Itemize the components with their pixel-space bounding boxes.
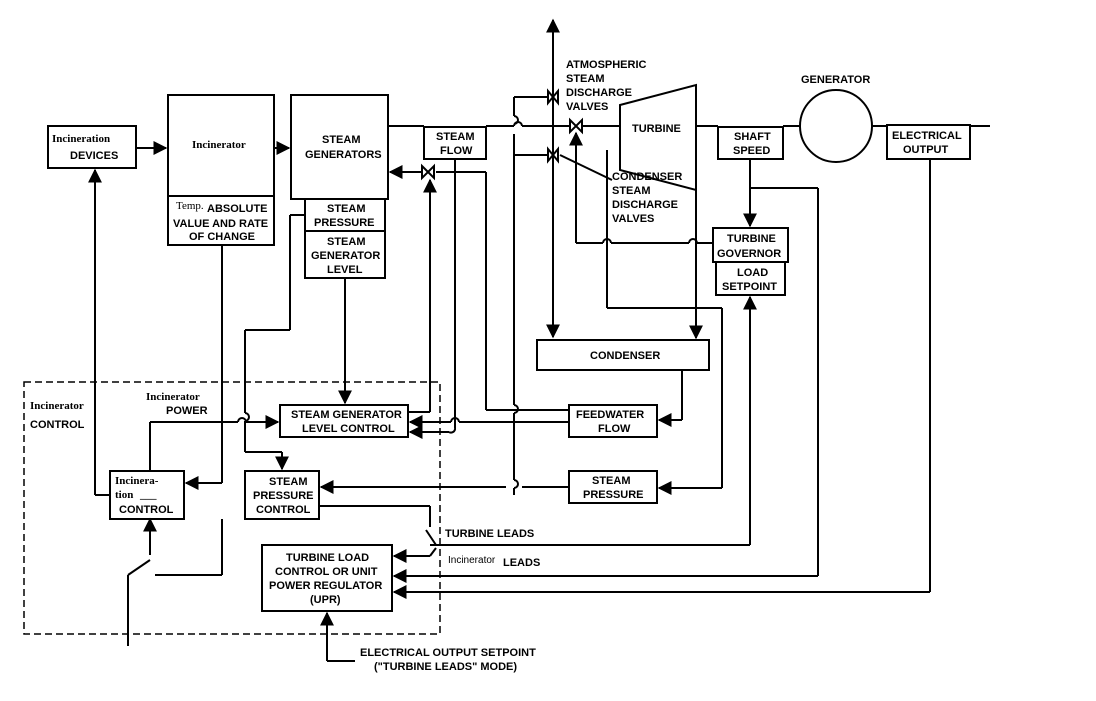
feedwater-flow-block: FEEDWATER FLOW [568, 404, 658, 438]
temp-value-line3: OF CHANGE [189, 231, 255, 243]
cond-valves-line3: DISCHARGE [612, 199, 678, 211]
generator-block: GENERATOR [799, 74, 873, 163]
sg-level-control-line2: LEVEL CONTROL [302, 423, 395, 435]
tlc-line4: (UPR) [310, 594, 341, 606]
incineration-devices-line2: DEVICES [70, 150, 118, 162]
atm-valves-line1: ATMOSPHERIC [566, 59, 647, 71]
electrical-output-line2: OUTPUT [903, 144, 949, 156]
inc-control-line1: Incinera- [115, 475, 159, 487]
incineration-control-block: Incinera- tion ___ CONTROL [109, 470, 185, 520]
sg-level-line3: LEVEL [327, 264, 363, 276]
incinerator-block: Incinerator Temp. ABSOLUTE VALUE AND RAT… [167, 94, 275, 246]
turbine-load-control-block: TURBINE LOAD CONTROL OR UNIT POWER REGUL… [261, 544, 393, 612]
incinerator-power-line2: POWER [166, 405, 208, 417]
shaft-speed-line1: SHAFT [734, 131, 771, 143]
sg-level-control-block: STEAM GENERATOR LEVEL CONTROL [279, 404, 409, 438]
incinerator-leads-suffix: LEADS [503, 557, 540, 569]
cond-valves-line1: CONDENSER [612, 171, 682, 183]
temp-value-line1: ABSOLUTE [207, 203, 268, 215]
feedwater-flow-line1: FEEDWATER [576, 409, 644, 421]
temp-label: Temp. [176, 200, 204, 212]
incineration-devices-line1: Incineration [52, 133, 110, 145]
turbine-governor-block: TURBINE GOVERNOR [712, 227, 789, 263]
temp-value-line2: VALUE AND RATE [173, 218, 268, 230]
incineration-devices-block: Incineration DEVICES [47, 125, 137, 169]
electrical-output-line1: ELECTRICAL [892, 130, 962, 142]
incinerator-leads-prefix: Incinerator [448, 555, 496, 566]
load-setpoint-line1: LOAD [737, 267, 768, 279]
steam-pressure-tx-line1: STEAM [592, 475, 631, 487]
atm-valves-line4: VALVES [566, 101, 608, 113]
tlc-line1: TURBINE LOAD [286, 552, 369, 564]
feedwater-flow-line2: FLOW [598, 423, 631, 435]
steam-generators-block: STEAM GENERATORS [290, 94, 389, 200]
turbine-block: TURBINE [619, 83, 697, 192]
steam-flow-line1: STEAM [436, 131, 475, 143]
turbine-governor-line1: TURBINE [727, 233, 776, 245]
steam-flow-line2: FLOW [440, 145, 473, 157]
steam-flow-block: STEAM FLOW [423, 126, 487, 160]
turbine-label: TURBINE [632, 123, 681, 135]
control-region-line2: CONTROL [30, 419, 85, 431]
steam-pressure-sensor-line2: PRESSURE [314, 217, 375, 229]
steam-generator-level-block: STEAM GENERATOR LEVEL [304, 230, 386, 279]
load-setpoint-block: LOAD SETPOINT [715, 261, 786, 296]
atmospheric-valves-label: ATMOSPHERIC STEAM DISCHARGE VALVES [566, 59, 647, 113]
turbine-governor-line2: GOVERNOR [717, 248, 781, 260]
inc-control-line2: tion [115, 489, 133, 501]
steam-generators-line2: GENERATORS [305, 149, 382, 161]
turbine-leads-label: TURBINE LEADS [445, 528, 534, 540]
steam-pressure-transmitter-block: STEAM PRESSURE [568, 470, 658, 504]
condenser-label: CONDENSER [590, 350, 660, 362]
shaft-speed-line2: SPEED [733, 145, 770, 157]
steam-pressure-tx-line2: PRESSURE [583, 489, 644, 501]
spc-line2: PRESSURE [253, 490, 314, 502]
shaft-speed-block: SHAFT SPEED [717, 126, 784, 160]
generator-label: GENERATOR [801, 74, 870, 86]
spc-line1: STEAM [269, 476, 308, 488]
condenser-block: CONDENSER [536, 339, 710, 371]
sg-level-line1: STEAM [327, 236, 366, 248]
setpoint-line1: ELECTRICAL OUTPUT SETPOINT [360, 647, 536, 659]
electrical-output-block: ELECTRICAL OUTPUT [886, 124, 971, 160]
setpoint-line2: ("TURBINE LEADS" MODE) [374, 661, 517, 673]
sg-level-line2: GENERATOR [311, 250, 380, 262]
incinerator-control-region [23, 381, 441, 635]
signal-lines [88, 18, 990, 662]
load-setpoint-line2: SETPOINT [722, 281, 777, 293]
incinerator-power-line1: Incinerator [146, 391, 200, 403]
sg-level-control-line1: STEAM GENERATOR [291, 409, 402, 421]
atm-valves-line2: STEAM [566, 73, 605, 85]
control-region-line1: Incinerator [30, 400, 84, 412]
cond-valves-line2: STEAM [612, 185, 651, 197]
inc-control-line2b: ___ [139, 489, 157, 501]
steam-generators-line1: STEAM [322, 134, 361, 146]
inc-control-line3: CONTROL [119, 504, 174, 516]
steam-pressure-sensor-block: STEAM PRESSURE [304, 198, 386, 232]
steam-pressure-control-block: STEAM PRESSURE CONTROL [244, 470, 320, 520]
steam-pressure-sensor-line1: STEAM [327, 203, 366, 215]
spc-line3: CONTROL [256, 504, 311, 516]
tlc-line3: POWER REGULATOR [269, 580, 382, 592]
cond-valves-line4: VALVES [612, 213, 654, 225]
condenser-valves-label: CONDENSER STEAM DISCHARGE VALVES [612, 171, 682, 225]
incinerator-label: Incinerator [192, 139, 246, 151]
atm-valves-line3: DISCHARGE [566, 87, 632, 99]
tlc-line2: CONTROL OR UNIT [275, 566, 378, 578]
